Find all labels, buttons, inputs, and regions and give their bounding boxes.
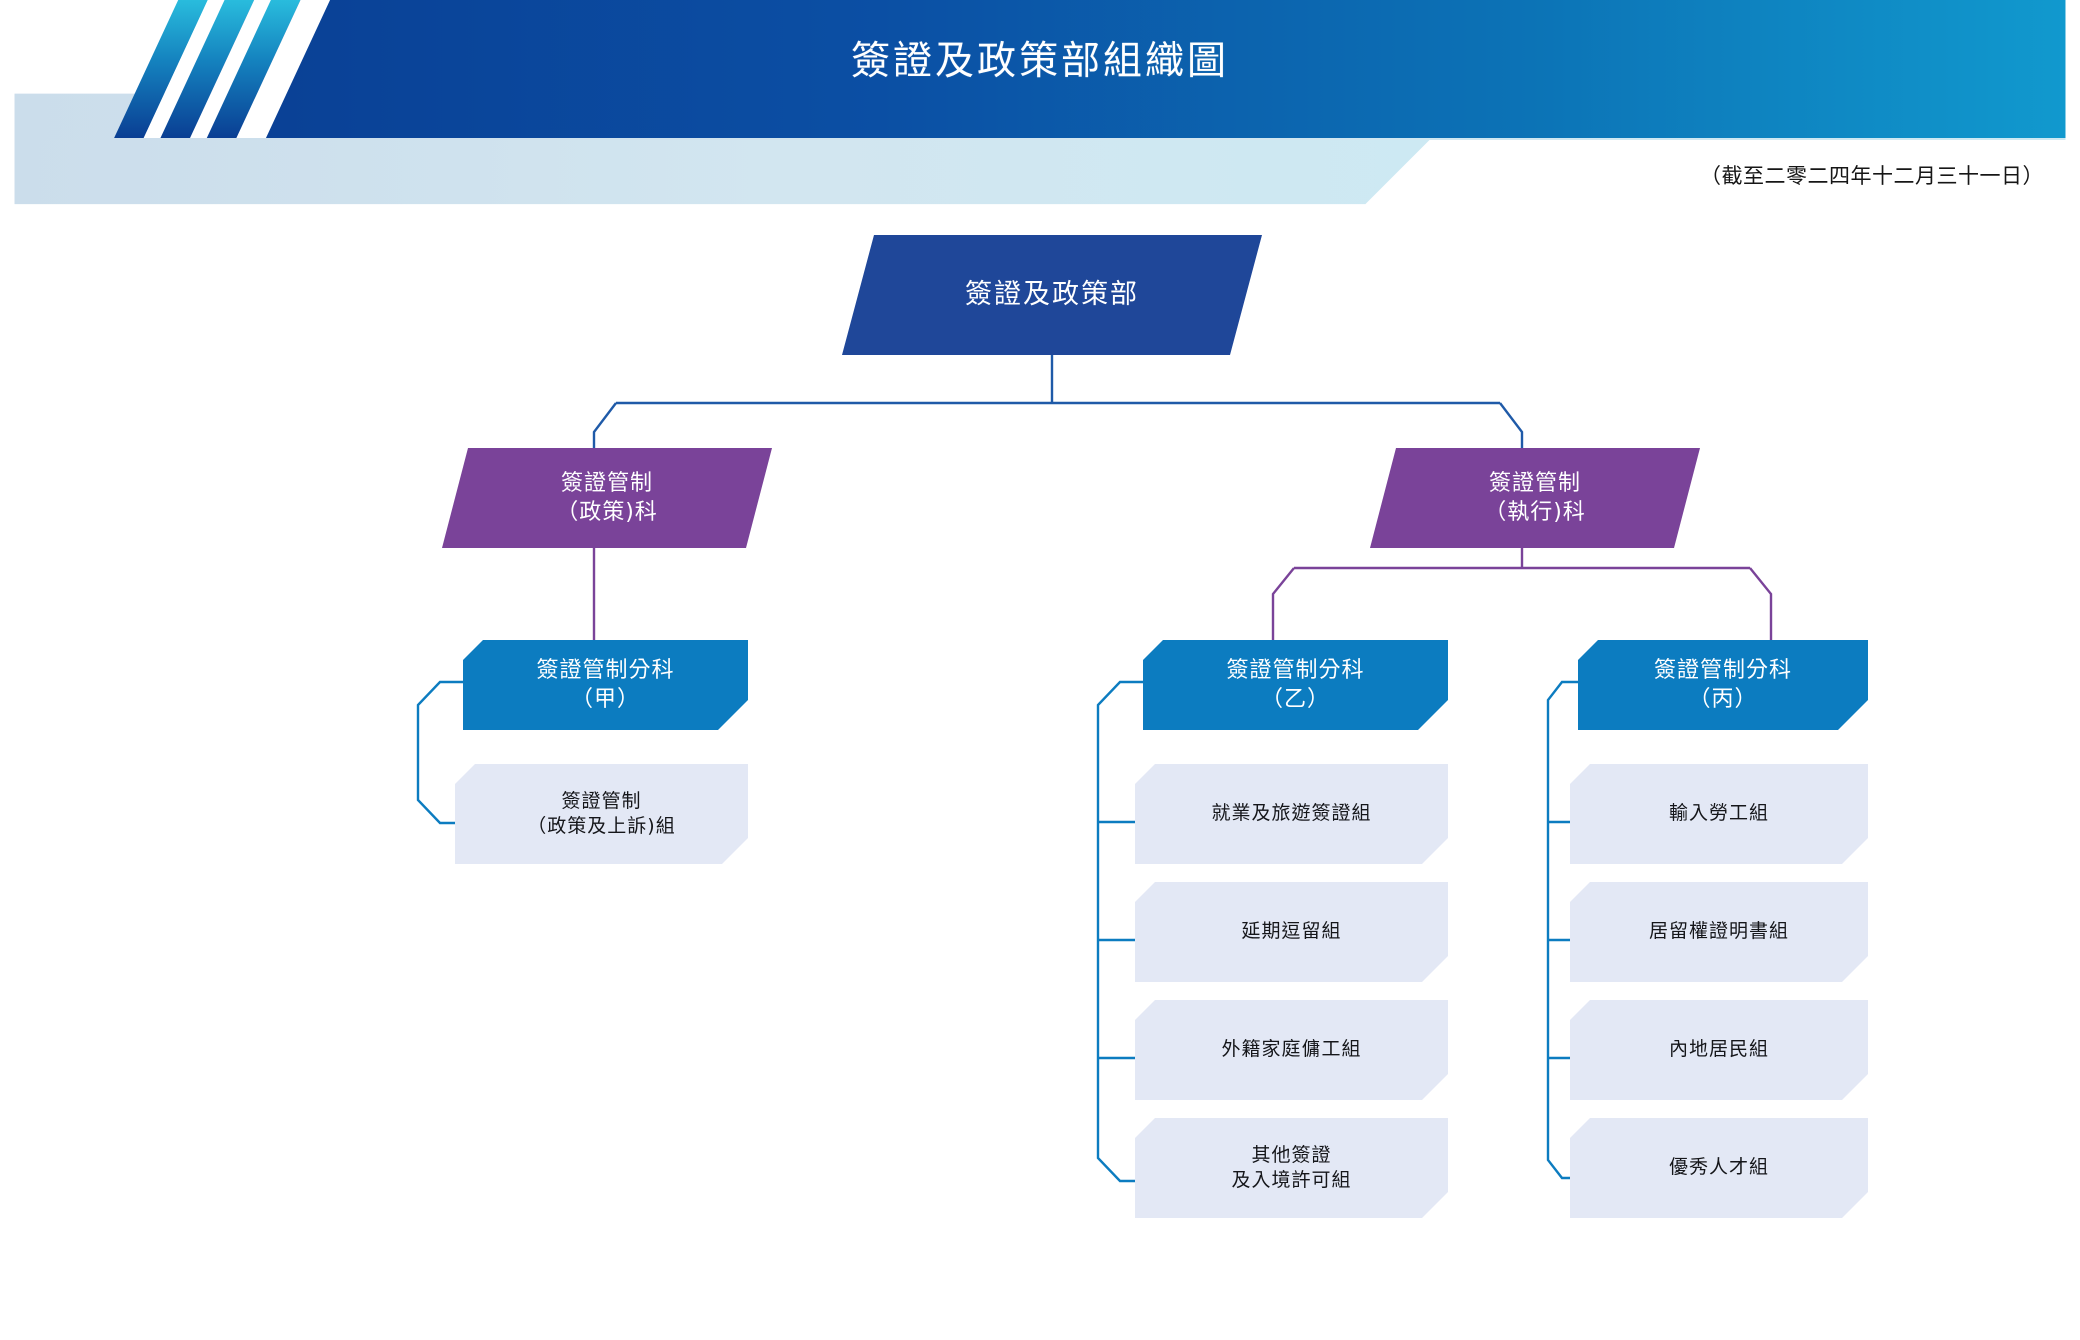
node-shape-team-c2: [1570, 882, 1868, 982]
node-label-team-b2: 延期逗留組: [1241, 920, 1342, 943]
node-shape-team-b3: [1135, 1000, 1448, 1100]
node-label-team-b4: 其他簽證 及入境許可組: [1231, 1143, 1352, 1191]
node-shape-sub-b[interactable]: [1143, 640, 1448, 730]
node-label-team-a1: 簽證管制 （政策及上訴)組: [527, 789, 676, 837]
node-label-enforcement-branch: 簽證管制 （執行)科: [1484, 470, 1586, 525]
node-shape-enforcement-branch[interactable]: [1370, 448, 1700, 548]
node-label-team-c1: 輸入勞工組: [1668, 802, 1769, 825]
as-of-date: （截至二零二四年十二月三十一日）: [1700, 164, 2044, 188]
node-shape-team-a1: [455, 764, 748, 864]
node-label-team-c3: 內地居民組: [1668, 1038, 1769, 1061]
node-label-policy-branch: 簽證管制 （政策)科: [556, 470, 658, 525]
node-label-sub-b: 簽證管制分科 （乙）: [1226, 657, 1365, 712]
node-label-team-b1: 就業及旅遊簽證組: [1211, 802, 1372, 825]
connector-enforcement-to-subs: [1271, 548, 1773, 640]
node-shapes-level3: [455, 764, 1868, 1218]
node-label-sub-a: 簽證管制分科 （甲）: [536, 657, 675, 712]
node-shape-policy-branch[interactable]: [442, 448, 772, 548]
node-shape-sub-c[interactable]: [1578, 640, 1868, 730]
connector-sub-a-bracket: [416, 680, 463, 825]
connector-root-to-branches: [592, 355, 1524, 448]
node-shape-root[interactable]: [842, 235, 1262, 355]
node-shape-team-b2: [1135, 882, 1448, 982]
node-label-team-c4: 優秀人才組: [1668, 1156, 1769, 1179]
node-shape-team-c3: [1570, 1000, 1868, 1100]
node-shape-team-c1: [1570, 764, 1868, 864]
node-shape-sub-a[interactable]: [463, 640, 748, 730]
node-label-sub-c: 簽證管制分科 （丙）: [1653, 657, 1792, 712]
page-title: 簽證及政策部組織圖: [850, 39, 1229, 84]
node-shape-team-b4: [1135, 1118, 1448, 1218]
node-label-team-b3: 外籍家庭傭工組: [1221, 1038, 1362, 1061]
node-shape-team-c4: [1570, 1118, 1868, 1218]
node-label-team-c2: 居留權證明書組: [1648, 920, 1789, 943]
node-label-root: 簽證及政策部: [965, 279, 1139, 311]
node-shape-team-b1: [1135, 764, 1448, 864]
